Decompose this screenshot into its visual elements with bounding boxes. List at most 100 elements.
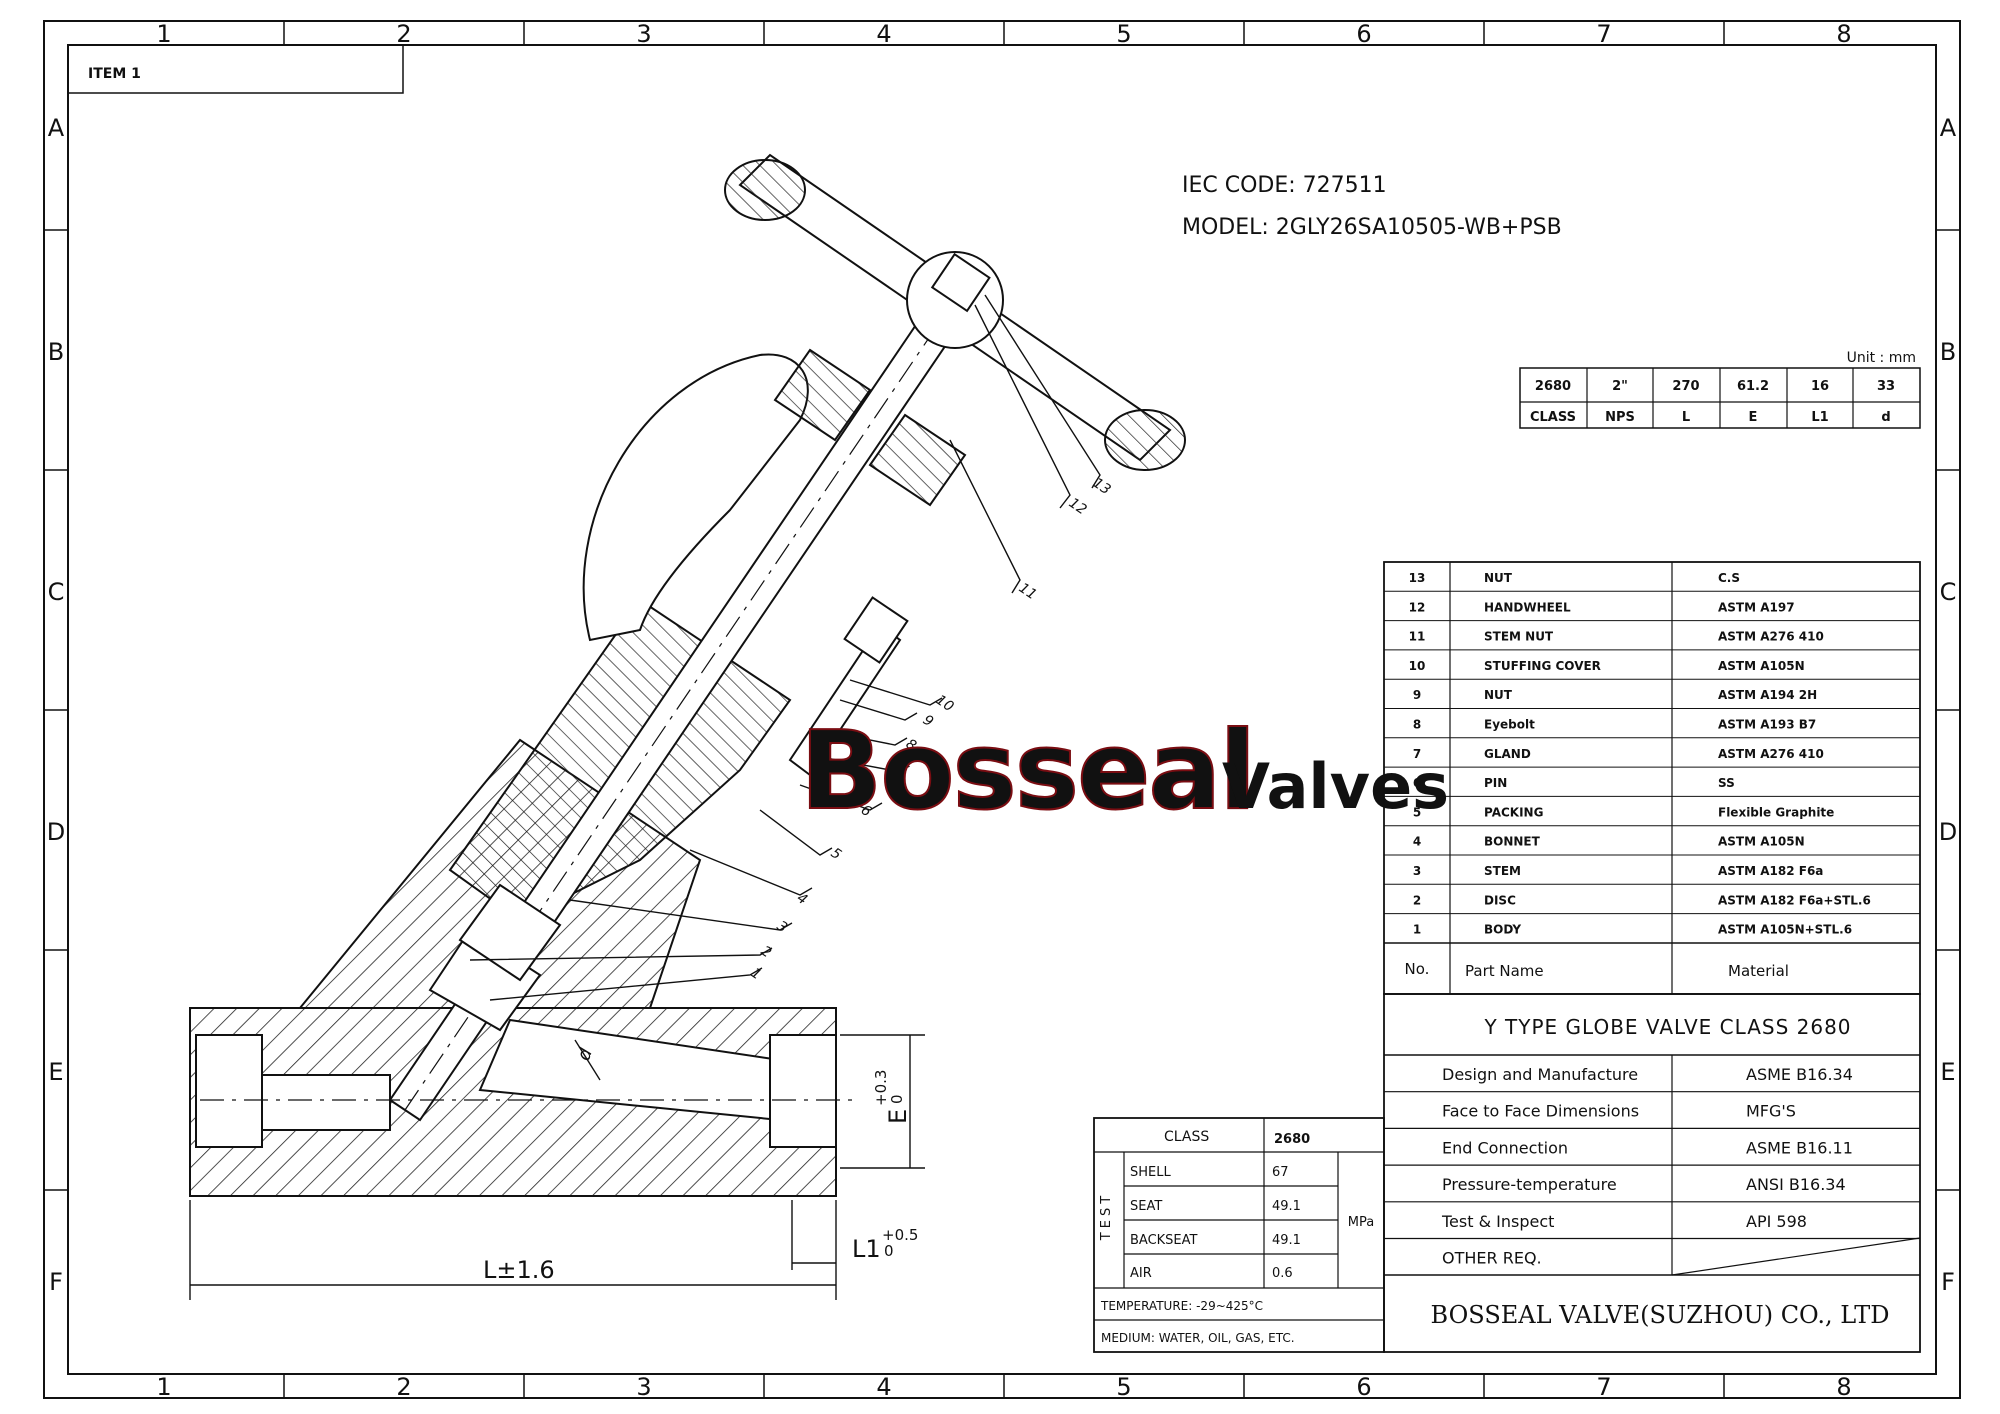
parts-header-name: Part Name: [1465, 962, 1544, 980]
dim-header-l: L: [1682, 410, 1690, 425]
test-air-value: 0.6: [1272, 1266, 1293, 1281]
part-material: ASTM A194 2H: [1718, 688, 1817, 702]
eyebolt: [788, 623, 902, 777]
spec-value: ASME B16.11: [1746, 1138, 1853, 1157]
col-label-bottom: 2: [396, 1373, 411, 1401]
part-material: ASTM A105N: [1718, 835, 1805, 849]
col-label-bottom: 6: [1356, 1373, 1371, 1401]
part-no: 6: [1413, 776, 1421, 790]
part-no: 13: [1409, 571, 1426, 585]
col-label-bottom: 5: [1116, 1373, 1131, 1401]
row-label-left: A: [48, 114, 65, 142]
spec-label: Pressure-temperature: [1442, 1175, 1617, 1194]
dim-value-l: 270: [1672, 379, 1699, 394]
part-material: ASTM A193 B7: [1718, 718, 1816, 732]
col-label-top: 2: [396, 20, 411, 48]
test-class-label: CLASS: [1164, 1129, 1209, 1145]
row-label-right: A: [1940, 114, 1957, 142]
part-no: 10: [1409, 659, 1426, 673]
dim-height: E +0.3 0: [872, 1070, 912, 1124]
dim-header-e: E: [1749, 410, 1758, 425]
spec-label: Design and Manufacture: [1442, 1065, 1638, 1084]
callout-leaders: [469, 294, 1101, 1001]
spec-value: API 598: [1746, 1212, 1807, 1231]
svg-text:+0.5: +0.5: [882, 1226, 918, 1244]
row-label-right: E: [1940, 1058, 1955, 1086]
dim-value-d: 33: [1877, 379, 1895, 394]
col-label-top: 8: [1836, 20, 1851, 48]
zone-ticks: [44, 21, 1960, 1398]
test-temperature: TEMPERATURE: -29~425°C: [1100, 1299, 1263, 1313]
part-no: 7: [1413, 747, 1421, 761]
callout-5: 5: [828, 845, 844, 863]
test-group-label: TEST: [1099, 1192, 1114, 1241]
test-unit: MPa: [1348, 1215, 1374, 1230]
part-name: DISC: [1484, 893, 1516, 907]
part-no: 3: [1413, 864, 1421, 878]
company-name: BOSSEAL VALVE(SUZHOU) CO., LTD: [1431, 1301, 1890, 1329]
row-label-right: D: [1939, 818, 1957, 846]
model-number: MODEL: 2GLY26SA10505-WB+PSB: [1182, 215, 1562, 240]
dim-value-e: 61.2: [1737, 379, 1769, 394]
col-label-bottom: 8: [1836, 1373, 1851, 1401]
watermark-brand: Bosseal: [800, 709, 1254, 834]
part-name: GLAND: [1484, 747, 1531, 761]
parts-header-no: No.: [1405, 960, 1430, 978]
gland: [458, 883, 562, 982]
parts-header-material: Material: [1728, 962, 1789, 980]
part-name: STEM NUT: [1484, 630, 1554, 644]
col-label-top: 5: [1116, 20, 1131, 48]
col-label-top: 3: [636, 20, 651, 48]
stem-nut: [930, 252, 991, 313]
dim-header-class: CLASS: [1530, 410, 1576, 425]
svg-text:E: E: [884, 1109, 912, 1124]
part-no: 12: [1409, 600, 1426, 614]
part-name: PACKING: [1484, 805, 1543, 819]
callout-2: 2: [758, 943, 774, 961]
iec-code: IEC CODE: 727511: [1182, 173, 1387, 198]
part-no: 8: [1413, 718, 1421, 732]
dim-value-nps: 2": [1612, 379, 1628, 394]
part-name: STEM: [1484, 864, 1521, 878]
row-label-left: C: [48, 578, 65, 606]
part-name: PIN: [1484, 776, 1507, 790]
spec-label: End Connection: [1442, 1138, 1568, 1157]
valve-yoke: [582, 353, 809, 642]
dim-header-d: d: [1881, 410, 1890, 425]
dim-length: L±1.6: [483, 1256, 555, 1284]
test-table: CLASS 2680 TEST SHELL 67 SEAT 49.1 BACKS…: [1093, 1117, 1385, 1353]
part-material: SS: [1718, 776, 1735, 790]
part-no: 4: [1413, 835, 1421, 849]
col-label-bottom: 7: [1596, 1373, 1611, 1401]
test-shell: SHELL: [1130, 1165, 1171, 1180]
part-material: C.S: [1718, 571, 1740, 585]
row-label-left: B: [48, 338, 64, 366]
row-label-left: D: [47, 818, 65, 846]
part-material: ASTM A276 410: [1718, 630, 1824, 644]
part-no: 1: [1413, 923, 1421, 937]
part-name: BONNET: [1484, 835, 1541, 849]
part-material: ASTM A276 410: [1718, 747, 1824, 761]
svg-text:0: 0: [888, 1094, 906, 1104]
spec-value: MFG'S: [1746, 1102, 1796, 1121]
row-label-left: E: [48, 1058, 63, 1086]
part-no: 2: [1413, 893, 1421, 907]
row-label-right: B: [1940, 338, 1956, 366]
dimension-lines: [189, 1034, 925, 1300]
row-label-right: F: [1941, 1268, 1955, 1296]
dim-header-nps: NPS: [1605, 410, 1635, 425]
col-label-top: 4: [876, 20, 891, 48]
part-name: NUT: [1484, 571, 1513, 585]
col-label-bottom: 1: [156, 1373, 171, 1401]
part-material: Flexible Graphite: [1718, 805, 1834, 819]
col-label-bottom: 4: [876, 1373, 891, 1401]
test-backseat-value: 49.1: [1272, 1233, 1301, 1248]
title-block: Y TYPE GLOBE VALVE CLASS 2680 Design and…: [1383, 993, 1921, 1353]
part-material: ASTM A105N+STL.6: [1718, 923, 1852, 937]
test-shell-value: 67: [1272, 1165, 1289, 1180]
row-label-right: C: [1940, 578, 1957, 606]
watermark-suffix: Valves: [1222, 750, 1449, 823]
item-label: ITEM 1: [88, 66, 141, 82]
spec-label: Face to Face Dimensions: [1442, 1102, 1639, 1121]
